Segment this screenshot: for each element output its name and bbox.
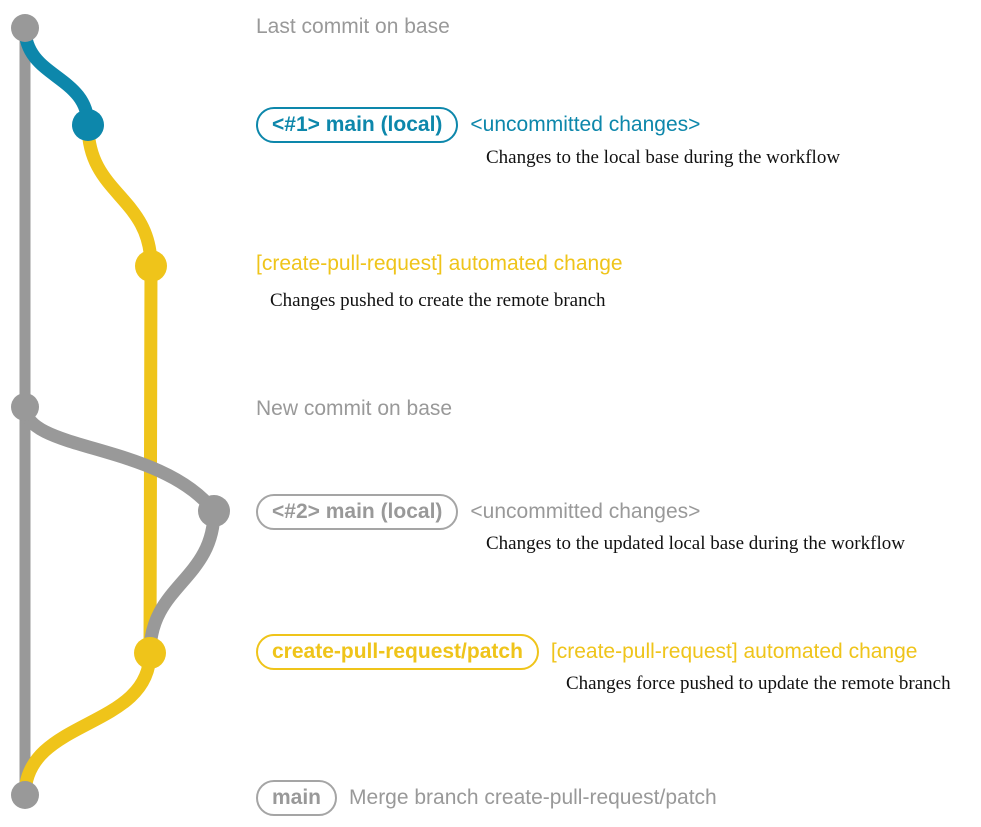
commit-note-local-uncommitted-2: Changes to the updated local base during… [486, 533, 905, 554]
ref-tag-create-pull-request-patch[interactable]: create-pull-request/patch [256, 634, 539, 670]
commit-node-patch-1[interactable] [135, 250, 167, 282]
commit-subject-automated-change-1: [create-pull-request] automated change [256, 252, 623, 275]
ref-tag-main-local-1[interactable]: <#1> main (local) [256, 107, 459, 143]
edge-base-to-local-1 [18, 21, 95, 132]
commit-node-local-2[interactable] [198, 495, 230, 527]
edge-local-1-to-patch-1 [81, 118, 158, 273]
commit-row-automated-change-1: [create-pull-request] automated change [256, 252, 623, 275]
ref-tag-main-local-2[interactable]: <#2> main (local) [256, 494, 459, 530]
commit-note-local-uncommitted-1: Changes to the local base during the wor… [486, 147, 841, 168]
commit-subject-local-uncommitted-1: <uncommitted changes> [470, 113, 701, 137]
commit-row-automated-change-2: create-pull-request/patch [create-pull-r… [256, 634, 917, 670]
commit-node-base-head[interactable] [11, 14, 39, 42]
ref-tag-main[interactable]: main [256, 780, 338, 816]
commit-subject-automated-change-2: [create-pull-request] automated change [550, 640, 918, 664]
edge-local-2-to-patch-2 [143, 504, 221, 660]
commit-row-local-uncommitted-1: <#1> main (local) <uncommitted changes> [256, 107, 700, 143]
edge-base-new-to-local-2 [18, 400, 221, 518]
commit-row-merge-commit: main Merge branch create-pull-request/pa… [256, 780, 717, 816]
commit-node-merge[interactable] [11, 781, 39, 809]
commit-subject-new-commit-on-base: New commit on base [256, 397, 453, 420]
commit-node-local-1[interactable] [72, 109, 104, 141]
commit-note-automated-change-1: Changes pushed to create the remote bran… [270, 290, 606, 311]
commit-subject-local-uncommitted-2: <uncommitted changes> [470, 500, 701, 524]
commit-node-base-new[interactable] [11, 393, 39, 421]
edge-patch-2-to-merge [18, 646, 157, 802]
edge-patch-1-to-patch-2 [143, 259, 158, 660]
commit-note-automated-change-2: Changes force pushed to update the remot… [566, 673, 951, 694]
commit-row-local-uncommitted-2: <#2> main (local) <uncommitted changes> [256, 494, 700, 530]
commit-subject-merge-commit: Merge branch create-pull-request/patch [349, 786, 717, 810]
commit-node-patch-2[interactable] [134, 637, 166, 669]
commit-subject-last-commit-on-base: Last commit on base [256, 15, 450, 38]
